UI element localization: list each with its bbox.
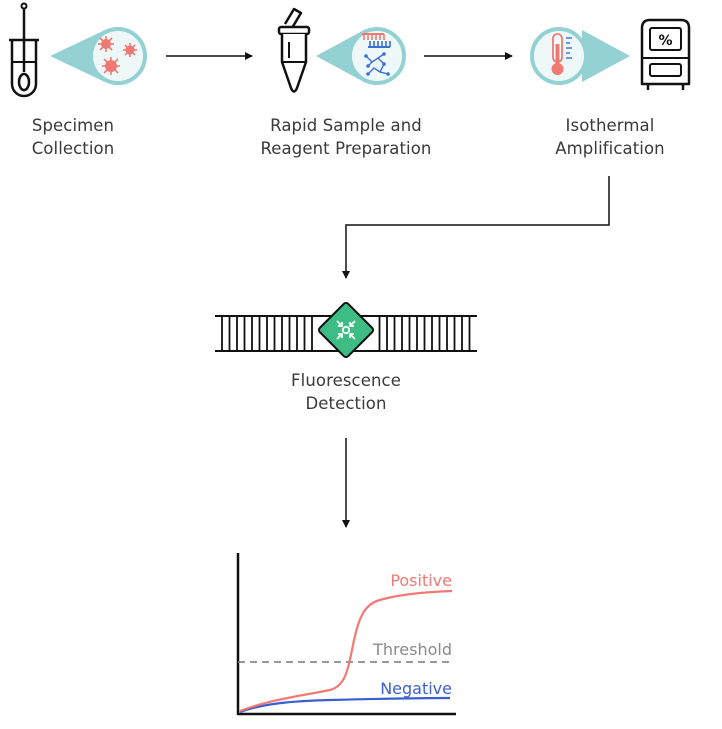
fluorescent-probe-icon xyxy=(317,301,375,359)
arrow-amplification-to-detection xyxy=(342,176,610,279)
label-line: Detection xyxy=(305,394,387,413)
label-sample-preparation: Rapid Sample and Reagent Preparation xyxy=(246,114,446,160)
label-line: Reagent Preparation xyxy=(260,139,432,158)
amplification-chart: Positive Threshold Negative xyxy=(236,553,456,716)
label-line: Isothermal xyxy=(565,116,655,135)
label-line: Amplification xyxy=(555,139,665,158)
thermocycler-icon: % xyxy=(640,18,691,90)
svg-text:%: % xyxy=(658,33,672,49)
microtube-icon xyxy=(277,7,311,93)
virus-bubble xyxy=(50,27,147,85)
series-label-positive: Positive xyxy=(390,571,452,590)
negative-curve xyxy=(239,696,451,714)
label-isothermal-amplification: Isothermal Amplification xyxy=(530,114,690,160)
label-line: Collection xyxy=(31,139,115,158)
threshold-label: Threshold xyxy=(372,640,452,659)
label-specimen-collection: Specimen Collection xyxy=(13,114,133,160)
positive-curve xyxy=(239,589,453,713)
thermometer-bubble xyxy=(530,27,630,85)
primer-dna-icon xyxy=(362,33,391,76)
virus-icon xyxy=(98,36,137,75)
label-line: Specimen xyxy=(31,116,115,135)
label-fluorescence-detection: Fluorescence Detection xyxy=(276,369,416,415)
label-line: Fluorescence xyxy=(291,371,401,390)
primer-bubble xyxy=(316,27,406,85)
series-label-negative: Negative xyxy=(380,679,452,698)
label-line: Rapid Sample and xyxy=(270,116,422,135)
specimen-swab-tube-icon xyxy=(9,2,39,98)
thermometer-icon xyxy=(551,33,572,75)
